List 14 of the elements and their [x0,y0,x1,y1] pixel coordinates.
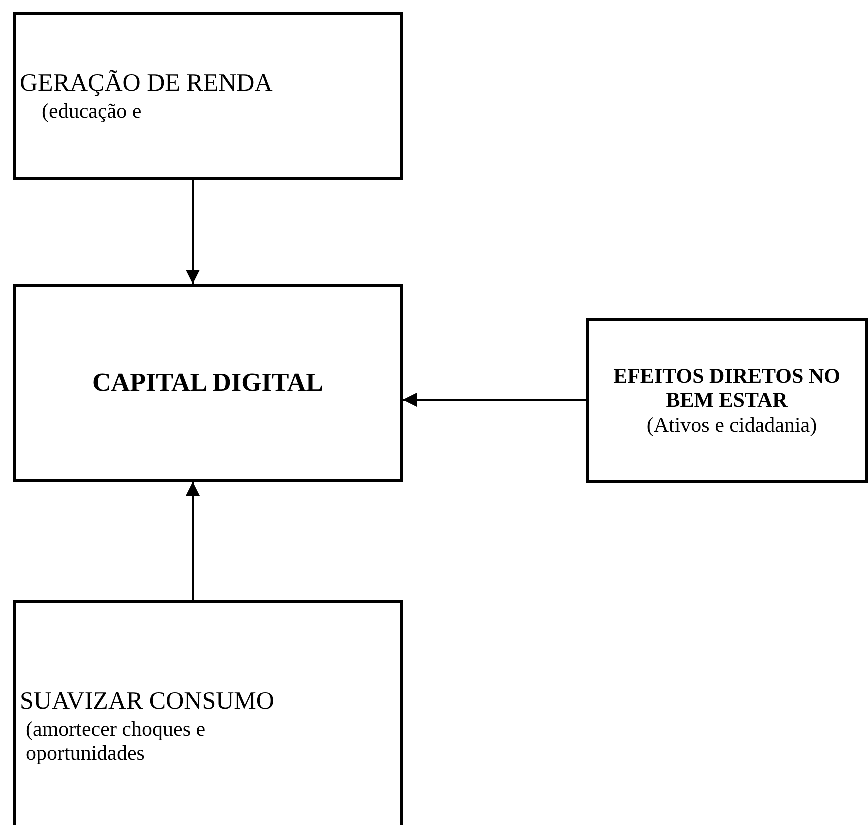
arrow [403,393,586,407]
text-box [586,318,868,483]
text-box [13,284,403,482]
text-box [13,12,403,180]
box-title: GERAÇÃO DE RENDA [20,70,273,99]
box-subtitle: (Ativos e cidadania) [646,412,818,437]
text-box [13,600,403,825]
box-subtitle: (educação e [42,98,142,123]
box-subtitle: (amortecer choques e oportunidades [26,716,207,766]
box-title: CAPITAL DIGITAL [92,368,324,398]
arrow [186,482,200,600]
box-title: EFEITOS DIRETOS NO BEM ESTAR [612,364,842,413]
arrow [186,180,200,284]
box-title: SUAVIZAR CONSUMO [20,688,274,717]
